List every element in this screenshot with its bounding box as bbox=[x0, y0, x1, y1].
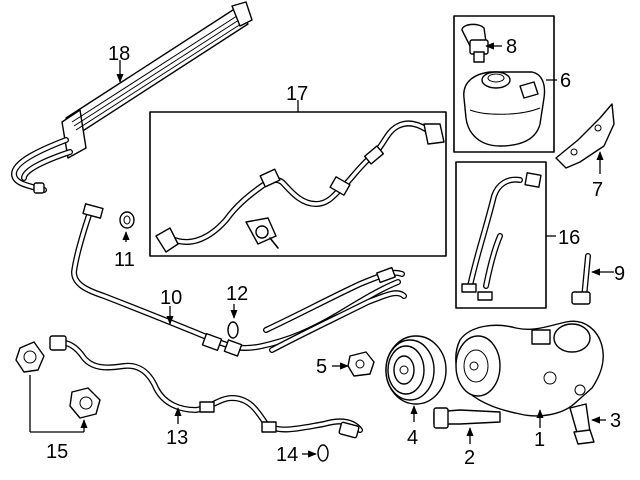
oil-cooler bbox=[11, 1, 253, 194]
fitting-9 bbox=[571, 253, 591, 305]
callout-4: 4 bbox=[407, 427, 418, 449]
part-6-box bbox=[453, 15, 555, 153]
callout-1: 1 bbox=[534, 429, 545, 451]
hose-16 bbox=[461, 172, 542, 301]
pulley bbox=[385, 335, 447, 405]
pressure-line bbox=[71, 203, 407, 357]
callout-9: 9 bbox=[614, 263, 625, 285]
bolt-5 bbox=[347, 351, 375, 377]
callout-10: 10 bbox=[160, 287, 182, 309]
callout-11: 11 bbox=[114, 249, 135, 271]
callout-5: 5 bbox=[316, 356, 327, 378]
callout-7: 7 bbox=[592, 179, 603, 201]
callout-16: 16 bbox=[558, 227, 580, 249]
callout-12: 12 bbox=[226, 283, 248, 305]
callout-13: 13 bbox=[166, 427, 188, 449]
callout-14: 14 bbox=[276, 444, 298, 466]
o-ring-14 bbox=[317, 444, 329, 462]
part-16-box bbox=[455, 161, 547, 309]
leader-lines bbox=[116, 42, 614, 458]
callout-6: 6 bbox=[560, 70, 571, 92]
return-line bbox=[49, 335, 363, 439]
callout-18: 18 bbox=[108, 43, 130, 65]
bolt-3 bbox=[569, 403, 595, 445]
clamp-15 bbox=[15, 341, 101, 433]
bolt-2 bbox=[433, 407, 501, 429]
callout-17: 17 bbox=[286, 83, 308, 105]
bracket bbox=[555, 103, 615, 169]
callout-8: 8 bbox=[506, 36, 517, 58]
part-17-box bbox=[149, 111, 447, 257]
reservoir-cap bbox=[461, 23, 489, 63]
callout-3: 3 bbox=[610, 410, 621, 432]
callout-15: 15 bbox=[46, 441, 68, 463]
power-steering-pump bbox=[455, 320, 604, 417]
reservoir bbox=[463, 71, 546, 147]
callout-2: 2 bbox=[464, 447, 475, 469]
o-ring-12 bbox=[227, 321, 239, 339]
o-ring-11 bbox=[119, 211, 135, 229]
hose-assembly bbox=[155, 120, 445, 253]
